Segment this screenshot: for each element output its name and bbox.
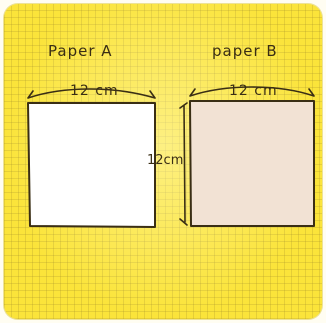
paper-illustration (27, 86, 315, 228)
paper-b-height-marker (179, 102, 188, 226)
paper-b-square (189, 100, 315, 227)
paper-a-width-marker (27, 88, 156, 99)
paper-b-width-label: 12 cm (229, 83, 278, 99)
paper-a-label: Paper A (48, 42, 113, 60)
paper-b-label: paper B (212, 42, 278, 60)
paper-b-width-marker (189, 86, 315, 97)
yellow-grid-background: Paper A paper B 12 cm 12 cm 12cm (4, 4, 322, 319)
paper-b-height-label: 12cm (147, 153, 184, 168)
paper-a-square (27, 102, 156, 228)
paper-a-width-label: 12 cm (70, 83, 119, 99)
